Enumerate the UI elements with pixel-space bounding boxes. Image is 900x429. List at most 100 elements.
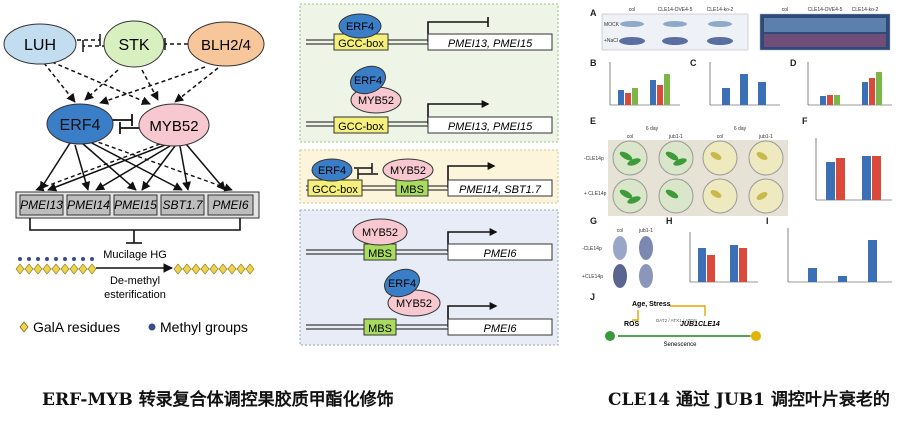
gala-residue [218, 263, 228, 275]
erf4-node: ERF4 [46, 103, 114, 145]
process-line3: esterification [104, 289, 166, 301]
panel-letter: E [590, 116, 596, 126]
svg-text:MYB52: MYB52 [396, 298, 432, 310]
panel-letter: I [766, 216, 769, 226]
gene-box: PMEI14 [66, 194, 111, 216]
svg-text:GCC-box: GCC-box [312, 184, 358, 196]
gala-residue [209, 263, 219, 275]
panel1-row2: GCC-box MYB52 ERF4 PMEI13, PMEI15 [306, 65, 553, 134]
j-ros: ROS [624, 321, 640, 328]
gala-residue [200, 263, 210, 275]
svg-text:col: col [629, 7, 635, 13]
myb52-label: MYB52 [149, 118, 198, 135]
svg-text:col: col [617, 228, 623, 234]
process-line1: Mucilage HG [103, 249, 167, 261]
j-jub1: JUB1 [680, 321, 698, 328]
panel-d-chart [807, 62, 892, 106]
gala-residue [42, 263, 52, 275]
svg-text:MOCK: MOCK [604, 22, 620, 28]
gala-residue [51, 263, 61, 275]
target-genes: PMEI13, PMEI15 [448, 121, 533, 133]
legend: GalA residues Methyl groups [19, 319, 248, 335]
svg-text:MYB52: MYB52 [358, 95, 394, 107]
gala-residue [78, 263, 88, 275]
svg-text:ERF4: ERF4 [354, 75, 382, 87]
svg-text:CLE14-OVE4-5: CLE14-OVE4-5 [808, 7, 843, 13]
erf4-label: ERF4 [60, 117, 101, 134]
methyl-group [18, 257, 22, 261]
svg-text:ERF4: ERF4 [388, 278, 416, 290]
j-small: DAT2 / ATX1 / ATOS [656, 318, 697, 323]
dashed-target-arrows [35, 139, 233, 192]
convergence-repression [29, 218, 241, 244]
panel2-row: GCC-box MBS ERF4 MYB52 PMEI14, SBT1.7 [306, 158, 553, 197]
gala-residue [182, 263, 192, 275]
gala-residue [24, 263, 34, 275]
target-genes: PMEI14, SBT1.7 [459, 184, 542, 196]
erf4-protein [338, 13, 382, 39]
methyl-group [54, 257, 58, 261]
svg-text:MYB52: MYB52 [362, 227, 398, 239]
middle-binding-diagram: GCC-box ERF4 PMEI13, PMEI15 GCC-box MYB5… [299, 3, 559, 346]
gene-box: PMEI13 [19, 194, 64, 216]
panel-letter: J [590, 292, 595, 302]
green-leaf-icon [605, 331, 615, 341]
svg-text:jub1-1: jub1-1 [668, 134, 683, 140]
target-genes: PMEI6 [483, 248, 517, 260]
svg-text:MBS: MBS [368, 323, 392, 335]
yellow-leaf-icon [751, 331, 761, 341]
left-regulatory-diagram: LUH STK BLH2/4 ERF4 MYB52 PMEI13 PMEI14 … [3, 20, 265, 335]
caption-right: CLE14 通过 JUB1 调控叶片衰老的 [608, 390, 890, 410]
panel3-row2: MBS MYB52 ERF4 PMEI6 [306, 268, 553, 336]
panel-a-photos: col CLE14-OVE4-5 CLE14-ko-2 col CLE14-OV… [601, 7, 891, 51]
svg-text:col: col [627, 134, 633, 140]
gcc-box [333, 116, 389, 134]
svg-text:+CLE14p: +CLE14p [582, 274, 603, 280]
gala-icon [19, 321, 29, 333]
panel-letter: G [590, 216, 597, 226]
legend-gala: GalA residues [33, 319, 120, 335]
svg-text:MYB52: MYB52 [390, 165, 426, 177]
svg-text:-CLE14p: -CLE14p [582, 246, 602, 252]
luh-label: LUH [24, 37, 56, 54]
svg-text:MBS: MBS [368, 248, 392, 260]
gene-box: PMEI15 [113, 194, 158, 216]
panel-i-chart [787, 228, 892, 283]
svg-text:PMEI6: PMEI6 [212, 198, 248, 212]
demethylated-galA-chain [173, 263, 255, 275]
luh-node: LUH [3, 23, 77, 65]
gala-residue [245, 263, 255, 275]
caption-left: ERF-MYB 转录复合体调控果胶质甲酯化修饰 [42, 390, 394, 410]
svg-text:CLE14-ko-2: CLE14-ko-2 [852, 7, 879, 13]
svg-text:+NaCl: +NaCl [604, 38, 618, 44]
methyl-group [90, 257, 94, 261]
svg-text:GCC-box: GCC-box [338, 121, 384, 133]
svg-text:CLE14-ko-2: CLE14-ko-2 [707, 7, 734, 13]
j-cle14: CLE14 [698, 321, 720, 328]
right-multipanel-figure: A B C D E F G H I J col CLE14-OVE4-5 CLE… [582, 7, 892, 348]
legend-methyl: Methyl groups [160, 319, 248, 335]
svg-text:MBS: MBS [400, 184, 424, 196]
panel-letter: F [802, 116, 808, 126]
methyl-group [81, 257, 85, 261]
methyl-group [63, 257, 67, 261]
svg-text:GCC-box: GCC-box [338, 38, 384, 50]
gene-box: PMEI6 [207, 194, 254, 216]
gene-box-row: PMEI13 PMEI14 PMEI15 SBT1.7 PMEI6 [15, 191, 260, 219]
methylated-galA-chain [15, 257, 97, 275]
svg-text:+ CLE14p: + CLE14p [584, 191, 607, 197]
methyl-group [45, 257, 49, 261]
upstream-dashed-arrows [43, 61, 219, 105]
panel-letter: H [666, 216, 673, 226]
gala-residue [60, 263, 70, 275]
panel-g-leaves: col jub1-1 -CLE14p +CLE14p [582, 228, 653, 288]
panel-letter: A [590, 8, 597, 18]
myb52-protein [352, 218, 408, 246]
myb52-protein [382, 158, 434, 182]
panel-letter: B [590, 58, 597, 68]
erf4-protein [311, 158, 353, 182]
svg-text:jub1-1: jub1-1 [638, 228, 653, 234]
methyl-group [72, 257, 76, 261]
panel1-row1: GCC-box ERF4 PMEI13, PMEI15 [306, 13, 553, 51]
svg-text:PMEI13: PMEI13 [20, 198, 63, 212]
